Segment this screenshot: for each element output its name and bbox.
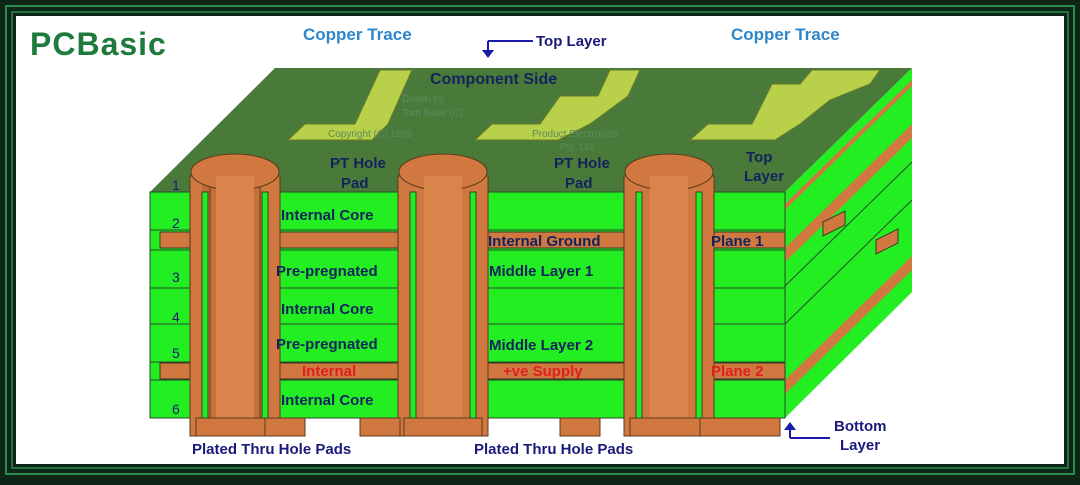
label-pt-hole-2b: Pad [565, 175, 593, 192]
left-internal-core-3: Internal Core [281, 392, 374, 409]
watermark-line4: Product Electronics [532, 129, 618, 140]
label-pt-hole-2a: PT Hole [554, 155, 610, 172]
layer-number-4: 4 [172, 309, 180, 325]
bottom-pad-c [559, 417, 601, 437]
layer-number-6: 6 [172, 401, 180, 417]
internal-strip-left [271, 231, 403, 249]
watermark-line2: Tom Bose (C) [402, 108, 463, 119]
pcbasic-logo: PCBasic [30, 26, 167, 62]
copper-trace-3 [688, 69, 881, 141]
label-bottom-b: Layer [840, 437, 880, 454]
layer-number-2: 2 [172, 215, 180, 231]
side-notch-1 [822, 210, 846, 237]
label-top-layer: Top Layer [536, 33, 607, 50]
frame-line-inner [11, 11, 1069, 469]
watermark-line3: Copyright (C) 1999 [328, 129, 413, 140]
right-plane-2: Plane 2 [711, 363, 764, 380]
label-plated-thru-right: Plated Thru Hole Pads [474, 441, 633, 458]
mid-internal-ground: Internal Ground [488, 233, 601, 250]
side-line-a [784, 161, 913, 287]
left-internal-core-1: Internal Core [281, 207, 374, 224]
bottom-layer-arrow-icon [784, 422, 830, 439]
plated-hole-3 [623, 153, 715, 437]
label-bottom-a: Bottom [834, 418, 887, 435]
mid-middle-layer-2: Middle Layer 2 [489, 337, 593, 354]
top-layer-arrow-icon [482, 40, 533, 58]
label-pt-hole-1b: Pad [341, 175, 369, 192]
label-top-right-a: Top [746, 149, 772, 166]
mid-ve-supply: +ve Supply [503, 363, 583, 380]
label-top-right-b: Layer [744, 168, 784, 185]
label-copper-trace-right: Copper Trace [731, 25, 840, 44]
bottom-pad-a [264, 417, 306, 437]
layer-number-5: 5 [172, 345, 180, 361]
label-pt-hole-1a: PT Hole [330, 155, 386, 172]
side-plane2-stripe [785, 256, 912, 394]
left-pre-pregnated-2: Pre-pregnated [276, 336, 378, 353]
label-plated-thru-left: Plated Thru Hole Pads [192, 441, 351, 458]
plated-hole-1 [189, 153, 281, 437]
side-notch-2 [875, 228, 899, 255]
logo-text: PCBasic [30, 26, 167, 62]
copper-trace-1 [286, 69, 413, 141]
side-plane1-stripe [785, 124, 912, 262]
left-internal-core-2: Internal Core [281, 301, 374, 318]
bottom-pad-b [359, 417, 401, 437]
watermark-line1: Drawn by [402, 94, 444, 105]
right-plane-1: Plane 1 [711, 233, 764, 250]
plated-hole-2 [397, 153, 489, 437]
watermark-line5: Pty. Ltd [560, 142, 593, 153]
label-copper-trace-left: Copper Trace [303, 25, 412, 44]
bottom-pad-d [699, 417, 781, 437]
left-internal: Internal [302, 363, 356, 380]
copper-trace-2 [473, 69, 641, 141]
frame-line-outer [5, 5, 1075, 475]
side-top-stripe [785, 80, 912, 210]
side-line-b [784, 199, 913, 325]
mid-middle-layer-1: Middle Layer 1 [489, 263, 593, 280]
layer-number-1: 1 [172, 177, 180, 193]
layer-number-3: 3 [172, 269, 180, 285]
label-component-side: Component Side [430, 71, 557, 88]
left-pre-pregnated-1: Pre-pregnated [276, 263, 378, 280]
